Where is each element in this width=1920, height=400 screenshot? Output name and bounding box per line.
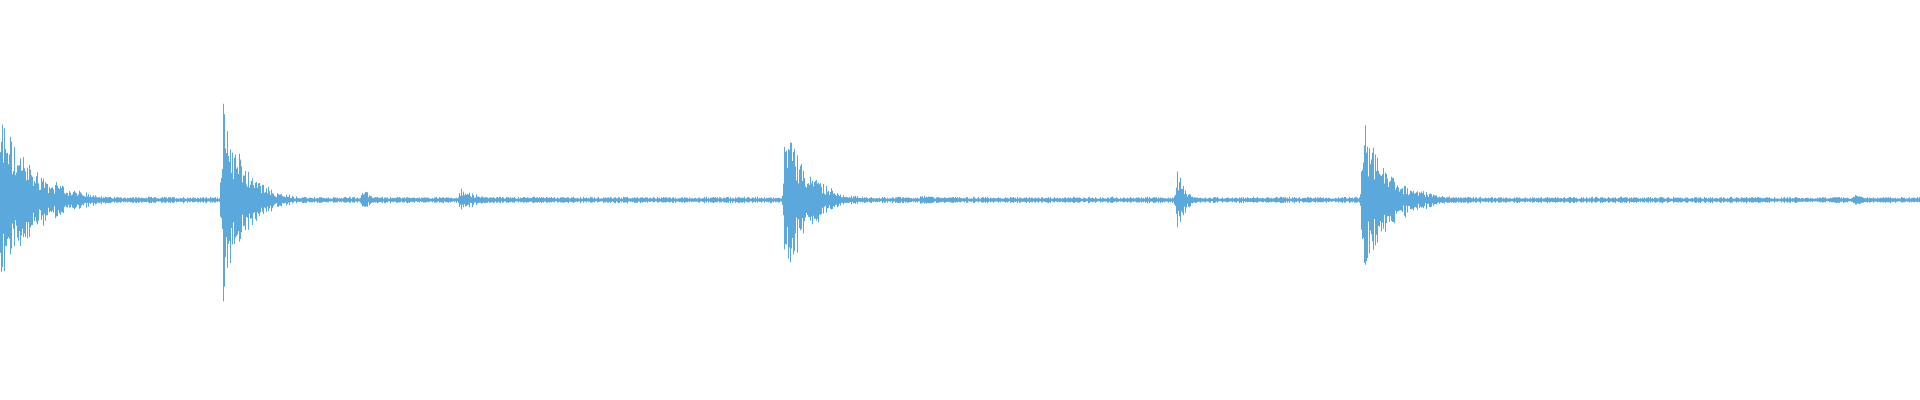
waveform-samples [0, 103, 1920, 302]
waveform-path [0, 103, 1920, 302]
